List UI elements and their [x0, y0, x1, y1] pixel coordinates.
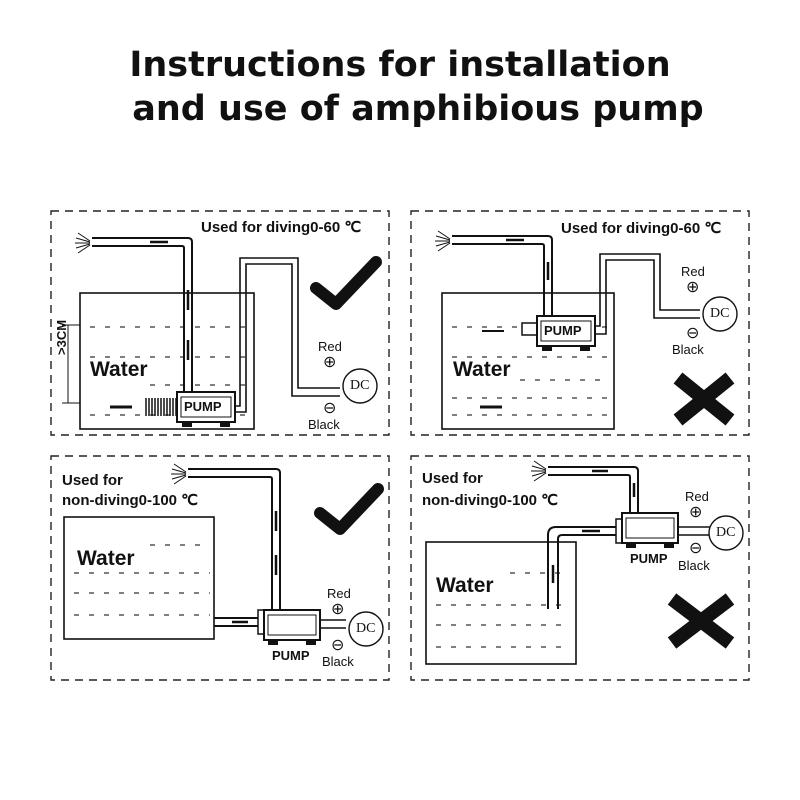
- minus-icon: ⊖: [689, 540, 703, 557]
- panel-4-drawing: [410, 455, 750, 681]
- dc-power-icon: [702, 296, 738, 332]
- depth-label: >3CM: [54, 319, 69, 355]
- water-tank: [79, 292, 255, 430]
- panel-diving-submerged: Used for diving0-60 ℃ Water PUMP >3CM Re…: [50, 210, 390, 436]
- usage-label: Used for diving0-60 ℃: [201, 219, 362, 236]
- water-tank: [63, 516, 215, 640]
- plus-icon: ⊕: [331, 601, 345, 618]
- dashed-border: [50, 210, 390, 436]
- water-label: Water: [436, 574, 494, 597]
- black-wire-label: Black: [672, 342, 704, 357]
- spray-icon: [171, 463, 187, 485]
- check-icon: [314, 483, 384, 535]
- panel-diving-not-submerged: Used for diving0-60 ℃ Water PUMP Red ⊕ ⊖…: [410, 210, 750, 436]
- dashed-border: [410, 210, 750, 436]
- plus-icon: ⊕: [689, 504, 703, 521]
- depth-marker: [62, 324, 80, 404]
- spray-icon: [435, 230, 451, 252]
- check-icon: [310, 256, 382, 310]
- dc-label: DC: [716, 525, 736, 540]
- red-wire-label: Red: [681, 264, 705, 279]
- dc-power-icon: [348, 611, 384, 647]
- red-wire-label: Red: [327, 586, 351, 601]
- minus-icon: ⊖: [331, 637, 345, 654]
- water-lines: [436, 572, 570, 648]
- page-title-line-2: and use of amphibious pump: [132, 89, 704, 129]
- dc-label: DC: [710, 306, 730, 321]
- water-tank: [441, 292, 615, 430]
- pump-label: PUMP: [184, 399, 222, 414]
- usage-label: Used for diving0-60 ℃: [561, 220, 722, 237]
- page-title-line-1: Instructions for installation: [129, 45, 671, 85]
- dc-label: DC: [350, 378, 370, 393]
- dc-power-icon: [708, 515, 744, 551]
- dc-power-icon: [342, 368, 378, 404]
- red-wire-label: Red: [318, 339, 342, 354]
- pump-label: PUMP: [544, 323, 582, 338]
- dashed-border: [50, 455, 390, 681]
- usage-label-line-1: Used for: [62, 472, 123, 489]
- usage-label-line-2: non-diving0-100 ℃: [62, 492, 199, 509]
- water-label: Water: [453, 358, 511, 381]
- usage-label-line-1: Used for: [422, 470, 483, 487]
- dc-label: DC: [356, 621, 376, 636]
- spray-icon: [75, 232, 91, 254]
- panel-non-diving-external-level: Used for non-diving0-100 ℃ Water PUMP Re…: [50, 455, 390, 681]
- pump-label: PUMP: [272, 648, 310, 663]
- intake-grille: [145, 398, 177, 416]
- water-label: Water: [77, 547, 135, 570]
- black-wire-label: Black: [678, 558, 710, 573]
- plus-icon: ⊕: [323, 354, 337, 371]
- dashed-border: [410, 455, 750, 681]
- water-tank: [425, 541, 577, 665]
- usage-label-line-2: non-diving0-100 ℃: [422, 492, 559, 509]
- panel-non-diving-above-water: Used for non-diving0-100 ℃ Water PUMP Re…: [410, 455, 750, 681]
- water-label: Water: [90, 358, 148, 381]
- panel-3-drawing: [50, 455, 390, 681]
- panel-2-drawing: [410, 210, 750, 436]
- pump-label: PUMP: [630, 551, 668, 566]
- panel-1-drawing: [50, 210, 390, 436]
- water-lines: [74, 544, 210, 616]
- minus-icon: ⊖: [323, 400, 337, 417]
- red-wire-label: Red: [685, 489, 709, 504]
- cross-icon: [673, 372, 735, 426]
- minus-icon: ⊖: [686, 325, 700, 342]
- black-wire-label: Black: [322, 654, 354, 669]
- spray-icon: [531, 460, 547, 482]
- plus-icon: ⊕: [686, 279, 700, 296]
- black-wire-label: Black: [308, 417, 340, 432]
- cross-icon: [667, 593, 735, 649]
